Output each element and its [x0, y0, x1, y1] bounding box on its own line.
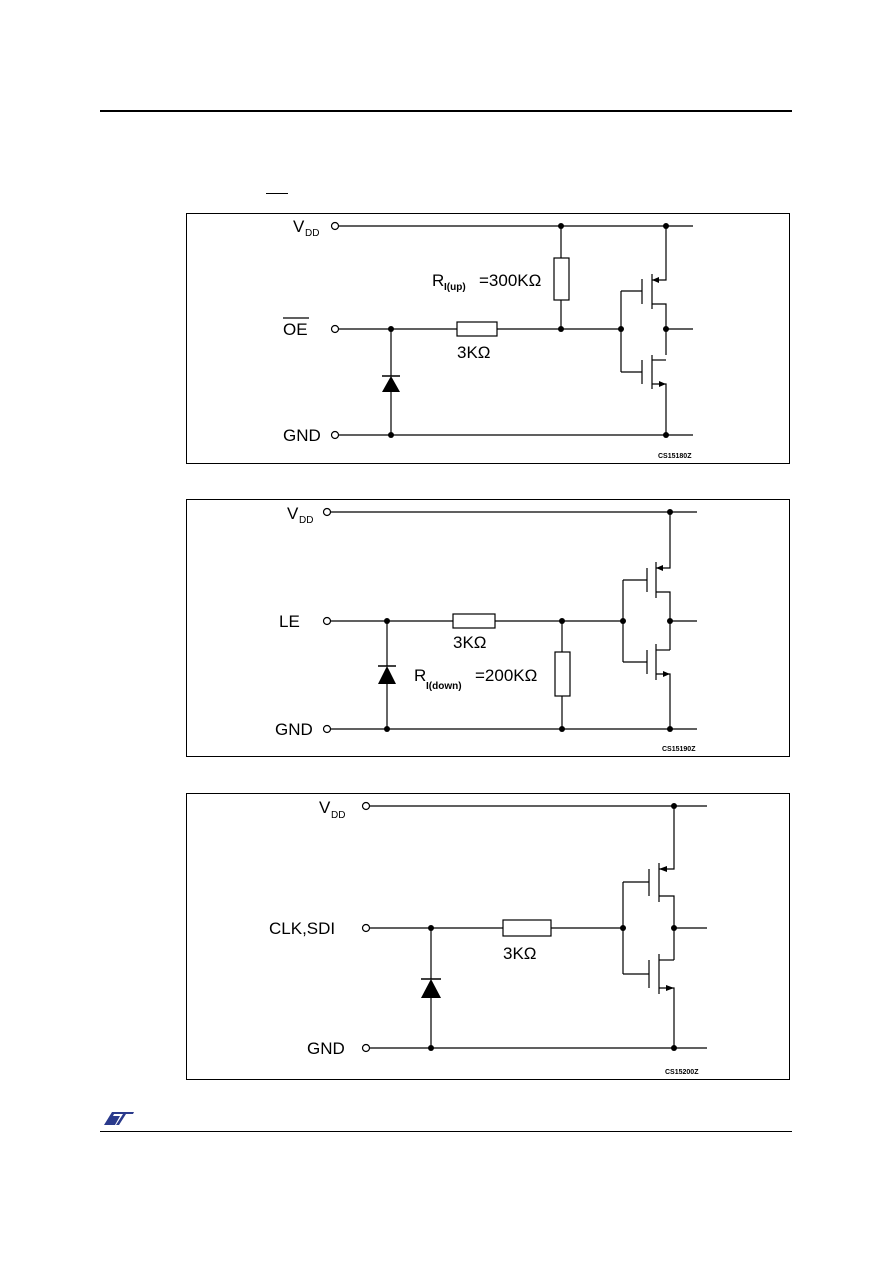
vdd-terminal: [330, 221, 340, 231]
st-logo: ST: [100, 1108, 134, 1125]
vdd-label: V: [319, 798, 331, 817]
clk-sdi-input-circuit-diagram: V DD CLK,SDI GND 3KΩ CS15200Z: [269, 798, 707, 1076]
svg-text:ST: ST: [100, 1108, 102, 1109]
footer-rule: [100, 1131, 792, 1132]
junction-dot: [667, 726, 673, 732]
vdd-subscript: DD: [331, 810, 345, 821]
junction-dot: [428, 1045, 434, 1051]
junction-dot: [558, 223, 564, 229]
junction-dot: [620, 925, 626, 931]
signal-terminal: [330, 324, 340, 334]
bias-resistor-subscript: I(down): [426, 681, 462, 692]
bias-resistor-subscript: I(up): [444, 282, 466, 293]
figure-code: CS15180Z: [658, 453, 692, 460]
junction-dot: [667, 618, 673, 624]
pmos-drain-to-nmos: [659, 895, 675, 960]
oe-input-circuit-diagram: V DD OE GND 3KΩ R I(up) =300KΩ CS15180Z: [283, 217, 693, 460]
junction-dot: [620, 618, 626, 624]
pullup-resistor: [553, 257, 570, 301]
series-resistor: [456, 321, 498, 337]
series-resistor-label: 3KΩ: [453, 633, 487, 652]
pulldown-resistor: [554, 651, 571, 697]
nmos-arrow: [663, 671, 670, 677]
pmos-arrow: [652, 277, 659, 283]
pmos-arrow: [659, 866, 667, 872]
junction-dot: [618, 326, 624, 332]
signal-terminal: [361, 923, 371, 933]
series-resistor: [452, 613, 496, 629]
junction-dot: [667, 509, 673, 515]
junction-dot: [558, 326, 564, 332]
junction-dot: [671, 925, 677, 931]
bias-resistor-value: =200KΩ: [475, 666, 537, 685]
gnd-terminal: [322, 724, 332, 734]
protection-diode: [378, 666, 396, 684]
gnd-label: GND: [307, 1039, 345, 1058]
junction-dot: [559, 618, 565, 624]
pmos-source: [652, 226, 667, 281]
junction-dot: [663, 223, 669, 229]
junction-dot: [384, 726, 390, 732]
pmos-arrow: [656, 565, 663, 571]
junction-dot: [663, 326, 669, 332]
vdd-terminal: [322, 507, 332, 517]
le-label: LE: [279, 612, 300, 631]
header-rule: [100, 110, 792, 112]
vdd-label: V: [287, 504, 299, 523]
overbar-mark: [266, 193, 288, 194]
bias-resistor-prefix: R: [432, 271, 444, 290]
nmos-source: [659, 987, 675, 1048]
bias-resistor-value: =300KΩ: [479, 271, 541, 290]
series-resistor-label: 3KΩ: [457, 343, 491, 362]
figure-code: CS15190Z: [662, 746, 696, 753]
pmos-drain-to-nmos: [652, 303, 667, 355]
nmos-source: [652, 383, 667, 435]
vdd-subscript: DD: [299, 515, 313, 526]
oe-label: OE: [283, 320, 308, 339]
le-input-circuit-diagram: V DD LE GND 3KΩ R I(down) =200KΩ CS15190…: [275, 504, 697, 753]
pmos-source: [659, 806, 675, 870]
le-input-circuit-panel: V DD LE GND 3KΩ R I(down) =200KΩ CS15190…: [186, 499, 790, 757]
junction-dot: [671, 1045, 677, 1051]
gnd-label: GND: [283, 426, 321, 445]
series-resistor: [502, 919, 552, 937]
junction-dot: [384, 618, 390, 624]
junction-dot: [388, 326, 394, 332]
junction-dot: [663, 432, 669, 438]
pmos-drain-to-nmos: [656, 591, 671, 650]
vdd-terminal: [361, 801, 371, 811]
junction-dot: [388, 432, 394, 438]
bias-resistor-prefix: R: [414, 666, 426, 685]
gnd-label: GND: [275, 720, 313, 739]
gnd-terminal: [361, 1043, 371, 1053]
series-resistor-label: 3KΩ: [503, 944, 537, 963]
vdd-subscript: DD: [305, 228, 319, 239]
junction-dot: [671, 803, 677, 809]
oe-input-circuit-panel: V DD OE GND 3KΩ R I(up) =300KΩ CS15180Z: [186, 213, 790, 464]
signal-terminal: [322, 616, 332, 626]
clk-sdi-label: CLK,SDI: [269, 919, 335, 938]
junction-dot: [559, 726, 565, 732]
nmos-source: [656, 673, 671, 729]
nmos-arrow: [659, 381, 666, 387]
protection-diode: [421, 979, 441, 998]
gnd-terminal: [330, 430, 340, 440]
protection-diode: [382, 376, 400, 392]
junction-dot: [428, 925, 434, 931]
pmos-source: [656, 512, 671, 569]
figure-code: CS15200Z: [665, 1069, 699, 1076]
vdd-label: V: [293, 217, 305, 236]
nmos-arrow: [666, 985, 674, 991]
clk-sdi-input-circuit-panel: V DD CLK,SDI GND 3KΩ CS15200Z: [186, 793, 790, 1080]
st-logo-mark: [104, 1112, 134, 1125]
